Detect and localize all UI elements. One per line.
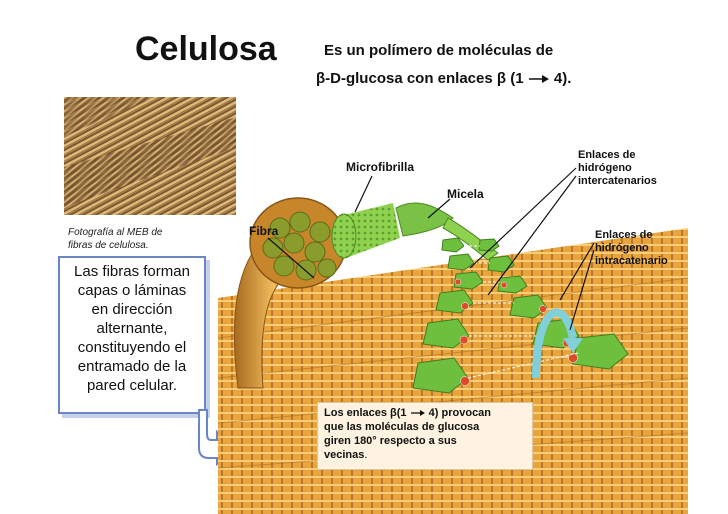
label-line: hidrógeno (595, 242, 668, 255)
photo-caption: Fotografía al MEB de fibras de celulosa. (68, 226, 163, 252)
side-note-line: Las fibras forman (60, 262, 204, 281)
photo-caption-line-2: fibras de celulosa. (68, 239, 163, 252)
sem-photograph (64, 97, 236, 215)
beta-symbol: β (390, 407, 397, 419)
side-note-line: entramado de la (60, 357, 204, 376)
bottom-note-text: Los enlaces (324, 407, 390, 419)
bottom-note-line-1: Los enlaces β(1 4) provocan (324, 406, 526, 420)
subtitle-text-a: -D-glucosa con enlaces (325, 70, 497, 87)
subtitle-line-1: Es un polímero de moléculas de (324, 42, 553, 59)
photo-caption-line-1: Fotografía al MEB de (68, 226, 163, 239)
bottom-note-line-2: que las moléculas de glucosa (324, 420, 526, 434)
side-note-line: capas o láminas (60, 281, 204, 300)
side-note-box: Las fibras forman capas o láminas en dir… (58, 256, 206, 414)
label-line: hidrógeno (578, 162, 657, 175)
bottom-note-period: . (364, 449, 367, 461)
bottom-note-text: vecinas (324, 449, 364, 461)
beta-symbol: β (497, 70, 506, 87)
side-note-line: alternante, (60, 319, 204, 338)
arrow-right-icon (410, 409, 426, 417)
side-note-line: pared celular. (60, 376, 204, 395)
label-line: Enlaces de (578, 149, 657, 162)
bottom-note-line-4: vecinas. (324, 448, 526, 462)
label-line: intracatenario (595, 255, 668, 268)
label-micela: Micela (447, 187, 484, 201)
arrow-right-icon (528, 74, 550, 84)
bottom-note-text: (1 (397, 407, 407, 419)
label-fibra: Fibra (249, 224, 278, 238)
label-microfibrilla: Microfibrilla (346, 160, 414, 174)
label-intercatenary-bonds: Enlaces de hidrógeno intercatenarios (578, 149, 657, 188)
page-title: Celulosa (135, 30, 277, 69)
label-intracatenary-bonds: Enlaces de hidrógeno intracatenario (595, 229, 668, 268)
bottom-note-text: 4) provocan (429, 407, 491, 419)
subtitle-text-c: 4). (554, 70, 572, 87)
label-line: intercatenarios (578, 175, 657, 188)
subtitle-text-b: (1 (506, 70, 524, 87)
subtitle-line-2: β-D-glucosa con enlaces β (1 4). (316, 70, 571, 87)
beta-symbol: β (316, 70, 325, 87)
label-line: Enlaces de (595, 229, 668, 242)
side-note-line: en dirección (60, 300, 204, 319)
bottom-note-box: Los enlaces β(1 4) provocan que las molé… (317, 402, 533, 470)
bottom-note-line-3: giren 180° respecto a sus (324, 434, 526, 448)
side-note-line: constituyendo el (60, 338, 204, 357)
